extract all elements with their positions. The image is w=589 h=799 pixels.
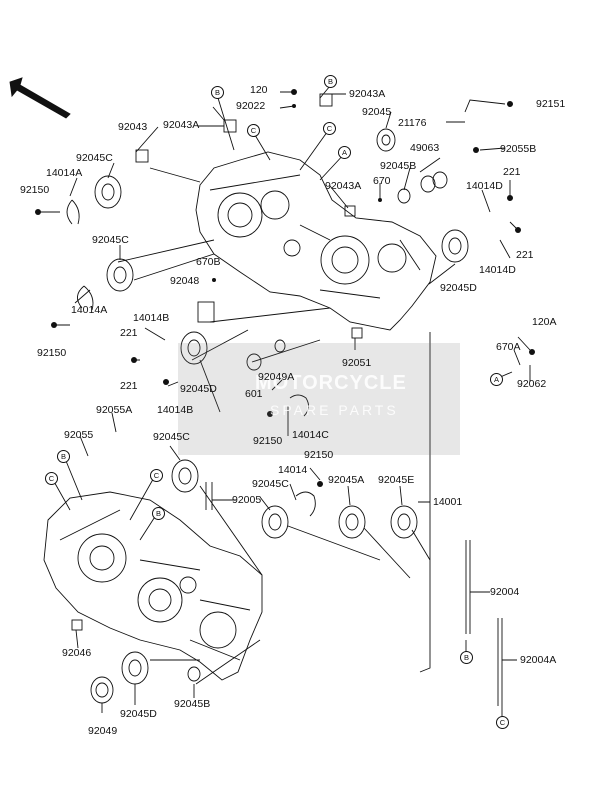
watermark-title: MOTORCYCLE	[255, 372, 407, 394]
ref-marker-c: C	[247, 124, 260, 137]
part-label-92004: 92004	[490, 586, 520, 598]
part-label-92045D-a: 92045D	[440, 282, 477, 294]
part-label-92045: 92045	[362, 106, 392, 118]
part-label-601: 601	[245, 388, 263, 400]
part-label-92049A: 92049A	[258, 371, 295, 383]
part-label-92151: 92151	[536, 98, 566, 110]
part-label-14014B-a: 14014B	[133, 312, 170, 324]
part-label-670A: 670A	[496, 341, 521, 353]
part-label-14014: 14014	[278, 464, 308, 476]
ref-marker-b: B	[324, 75, 337, 88]
ref-marker-c: C	[496, 716, 509, 729]
part-label-670: 670	[373, 175, 391, 187]
part-label-92043A-mid: 92043A	[163, 119, 200, 131]
front-direction-arrow	[9, 77, 71, 119]
part-label-92055A: 92055A	[96, 404, 133, 416]
lower-crankcase	[43, 491, 263, 681]
part-label-92055: 92055	[64, 429, 94, 441]
ref-marker-c: C	[150, 469, 163, 482]
part-label-92045C-b: 92045C	[92, 234, 129, 246]
part-label-14014D-b: 14014D	[479, 264, 516, 276]
part-label-92022: 92022	[236, 100, 266, 112]
circlip-14014A-upper	[66, 199, 80, 225]
part-label-92045E: 92045E	[378, 474, 415, 486]
part-label-14014A-b: 14014A	[71, 304, 108, 316]
part-label-21176: 21176	[398, 117, 427, 129]
watermark-panel	[178, 343, 460, 455]
ref-marker-c: C	[323, 122, 336, 135]
circlip-14014	[295, 491, 316, 517]
ref-marker-a: A	[338, 146, 351, 159]
circlip-14014C	[289, 394, 309, 417]
part-label-14014D-a: 14014D	[466, 180, 503, 192]
ref-marker-b: B	[211, 86, 224, 99]
part-label-14014A-a: 14014A	[46, 167, 83, 179]
ref-marker-b: B	[152, 507, 165, 520]
part-label-92004A: 92004A	[520, 654, 557, 666]
part-label-221-a: 221	[503, 166, 521, 178]
part-label-92045C-a: 92045C	[76, 152, 113, 164]
part-label-92045B-b: 92045B	[174, 698, 211, 710]
part-label-49063: 49063	[410, 142, 440, 154]
upper-crankcase	[195, 151, 437, 331]
ref-marker-c: C	[45, 472, 58, 485]
part-label-92150-d: 92150	[304, 449, 334, 461]
part-label-92150-a: 92150	[20, 184, 50, 196]
part-label-92150-c: 92150	[253, 435, 283, 447]
part-label-14014C: 14014C	[292, 429, 329, 441]
part-label-92051: 92051	[342, 357, 372, 369]
part-label-92045C-d: 92045C	[252, 478, 289, 490]
part-label-92043A-top: 92043A	[349, 88, 386, 100]
part-label-92045D-b: 92045D	[180, 383, 217, 395]
part-label-92045D-c: 92045D	[120, 708, 157, 720]
part-label-92046: 92046	[62, 647, 92, 659]
part-label-221-b: 221	[516, 249, 534, 261]
part-label-92005: 92005	[232, 494, 262, 506]
part-label-92045A: 92045A	[328, 474, 365, 486]
part-label-92043A-c: 92043A	[325, 180, 362, 192]
part-label-92045C-c: 92045C	[153, 431, 190, 443]
part-label-14014B-b: 14014B	[157, 404, 194, 416]
part-label-221-c: 221	[120, 327, 138, 339]
part-label-92043: 92043	[118, 121, 148, 133]
part-label-221-d: 221	[120, 380, 138, 392]
part-label-92055B: 92055B	[500, 143, 537, 155]
part-label-670B: 670B	[196, 256, 221, 268]
ref-marker-b: B	[57, 450, 70, 463]
part-label-92049: 92049	[88, 725, 118, 737]
part-label-120: 120	[250, 84, 268, 96]
circlip-14014A-lower	[77, 285, 94, 311]
part-label-92062: 92062	[517, 378, 547, 390]
part-label-14001: 14001	[433, 496, 463, 508]
ref-marker-a: A	[490, 373, 503, 386]
part-label-92048: 92048	[170, 275, 200, 287]
part-label-92150-b: 92150	[37, 347, 67, 359]
part-label-92045B-a: 92045B	[380, 160, 417, 172]
ref-marker-b: B	[460, 651, 473, 664]
part-label-120A: 120A	[532, 316, 557, 328]
watermark-subtitle: SPARE PARTS	[270, 402, 399, 418]
